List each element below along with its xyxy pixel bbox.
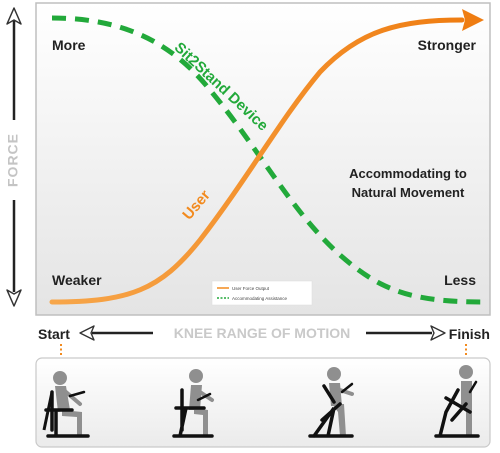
device-assistance-curve xyxy=(51,15,485,305)
legend: User Force Output Accommodating Assistan… xyxy=(211,280,313,306)
force-axis: FORCE xyxy=(5,7,22,307)
figure-rising xyxy=(308,367,354,438)
force-axis-label: FORCE xyxy=(5,133,21,187)
motion-axis-label: KNEE RANGE OF MOTION xyxy=(174,325,351,341)
figure-seated xyxy=(42,371,90,438)
label-finish: Finish xyxy=(449,326,490,342)
motion-axis: Start KNEE RANGE OF MOTION Finish xyxy=(38,325,490,342)
figure-leaning xyxy=(172,369,214,438)
motion-right-arrow-icon xyxy=(430,325,446,341)
user-force-curve xyxy=(49,17,465,305)
force-down-arrow-icon xyxy=(6,289,22,307)
label-stronger: Stronger xyxy=(418,37,477,53)
figure-standing xyxy=(434,365,480,438)
legend-label-device: Accommodating Assistance xyxy=(232,296,288,301)
annotation-line-2: Natural Movement xyxy=(352,185,465,200)
user-curve-arrowhead-icon xyxy=(462,9,484,31)
motion-left-arrow-icon xyxy=(79,325,95,341)
label-less: Less xyxy=(444,272,476,288)
figure-panel xyxy=(35,357,491,448)
annotation-line-1: Accommodating to xyxy=(349,166,467,181)
label-more: More xyxy=(52,37,86,53)
legend-label-user: User Force Output xyxy=(232,286,270,291)
label-weaker: Weaker xyxy=(52,272,102,288)
label-start: Start xyxy=(38,326,70,342)
force-up-arrow-icon xyxy=(6,7,22,25)
